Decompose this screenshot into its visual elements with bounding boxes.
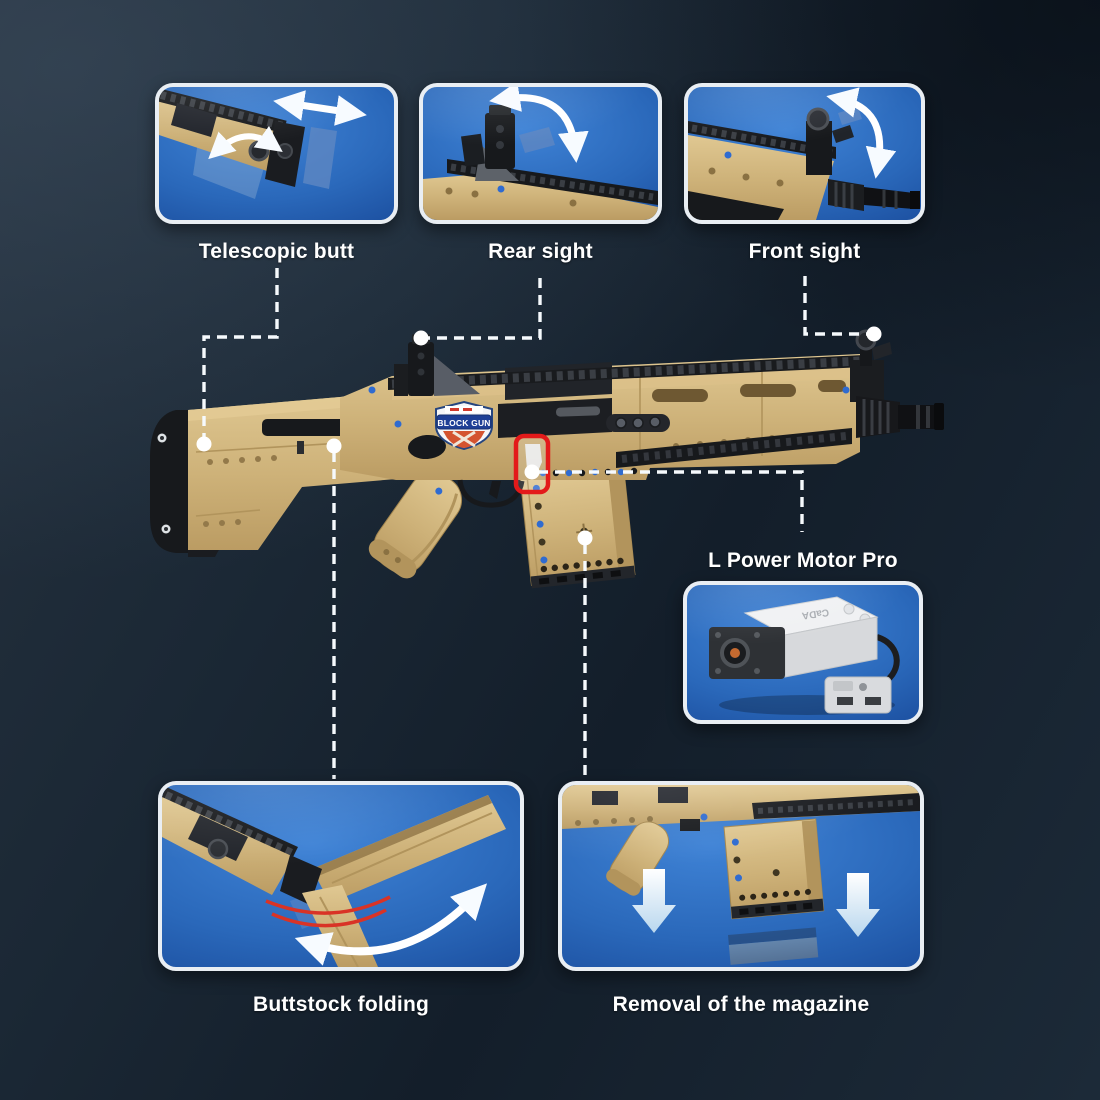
buttstock-folding-scene bbox=[162, 785, 506, 967]
fold-arrow-icon bbox=[826, 87, 897, 179]
feature-label-telescopic-butt: Telescopic butt bbox=[198, 240, 355, 263]
magazine-removal-scene bbox=[562, 785, 920, 965]
rifle-grip bbox=[368, 472, 463, 579]
rifle-magazine bbox=[519, 464, 636, 589]
feature-label-magazine-removal: Removal of the magazine bbox=[612, 993, 870, 1016]
down-arrow-icon bbox=[632, 869, 676, 933]
slide-arrow-icon bbox=[273, 90, 367, 126]
magazine-piece bbox=[723, 818, 825, 920]
telescopic-butt-scene bbox=[159, 88, 367, 199]
down-arrow-icon bbox=[836, 873, 880, 937]
rifle-stock bbox=[188, 388, 396, 550]
rifle-front-sight bbox=[842, 329, 892, 402]
feature-card-rear-sight bbox=[419, 83, 662, 224]
rotate-arrow-icon bbox=[208, 125, 283, 160]
magazine-reflection bbox=[728, 927, 819, 965]
fold-arrow-icon bbox=[489, 87, 589, 163]
motor-scene: CaDA bbox=[709, 596, 900, 715]
feature-label-front-sight: Front sight bbox=[748, 240, 861, 263]
feature-card-magazine-removal bbox=[558, 781, 924, 971]
rifle-rear-sight bbox=[394, 334, 480, 396]
rifle-receiver bbox=[340, 354, 860, 508]
feature-label-buttstock-folding: Buttstock folding bbox=[252, 993, 430, 1016]
feature-label-rear-sight: Rear sight bbox=[488, 240, 593, 263]
feature-card-buttstock-folding bbox=[158, 781, 524, 971]
rifle-muzzle bbox=[856, 396, 944, 438]
fold-arrow-icon bbox=[294, 883, 488, 966]
rifle-butt-pad bbox=[150, 410, 232, 557]
feature-label-motor: L Power Motor Pro bbox=[708, 549, 898, 572]
feature-card-motor: CaDA bbox=[683, 581, 923, 724]
feature-card-front-sight bbox=[684, 83, 925, 224]
motor-brand-text: CaDA bbox=[801, 606, 830, 621]
feature-card-telescopic-butt bbox=[155, 83, 398, 224]
motor-highlight-box bbox=[513, 433, 551, 495]
badge-text: BLOCK GUN bbox=[437, 418, 490, 428]
block-gun-badge: BLOCK GUN bbox=[435, 400, 493, 451]
rear-sight-scene bbox=[423, 87, 658, 220]
rifle-under-rail bbox=[616, 428, 852, 468]
rifle-top-rail bbox=[388, 355, 864, 390]
front-sight-scene bbox=[688, 87, 920, 220]
